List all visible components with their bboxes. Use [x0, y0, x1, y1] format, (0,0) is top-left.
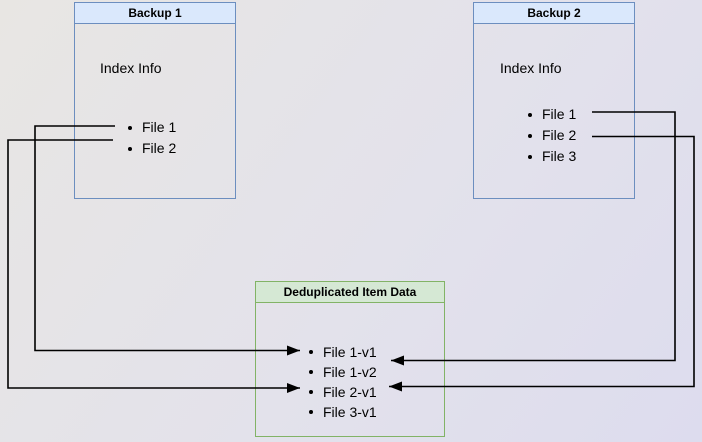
backup1-file2-item: File 2 [142, 138, 176, 159]
backup2-file2-item: File 2 [542, 125, 576, 146]
deduplicated-item-data-title: Deduplicated Item Data [256, 282, 444, 303]
dedup-file1-v1-item: File 1-v1 [323, 344, 377, 360]
backup2-file3-item: File 3 [542, 146, 576, 167]
backup1-box: Backup 1 Index Info File 1 File 2 [74, 2, 236, 199]
dedup-file-list: File 1-v1 File 1-v2 File 2-v1 File 3-v1 [256, 342, 377, 422]
backup1-index-info-label: Index Info [100, 60, 162, 76]
dedup-file1-v2-item: File 1-v2 [323, 364, 377, 380]
backup2-file-list: File 1 File 2 File 3 [474, 104, 576, 167]
dedup-file2-v1-item: File 2-v1 [323, 384, 377, 400]
backup2-file1-item: File 1 [542, 104, 576, 125]
backup2-index-info-label: Index Info [500, 60, 562, 76]
dedup-file3-v1-item: File 3-v1 [323, 404, 377, 420]
backup1-file1-item: File 1 [142, 117, 176, 138]
backup1-file-list: File 1 File 2 [75, 117, 176, 159]
backup2-title: Backup 2 [474, 3, 634, 24]
backup2-box: Backup 2 Index Info File 1 File 2 File 3 [473, 2, 635, 199]
deduplicated-item-data-box: Deduplicated Item Data File 1-v1 File 1-… [255, 281, 445, 437]
backup1-title: Backup 1 [75, 3, 235, 24]
